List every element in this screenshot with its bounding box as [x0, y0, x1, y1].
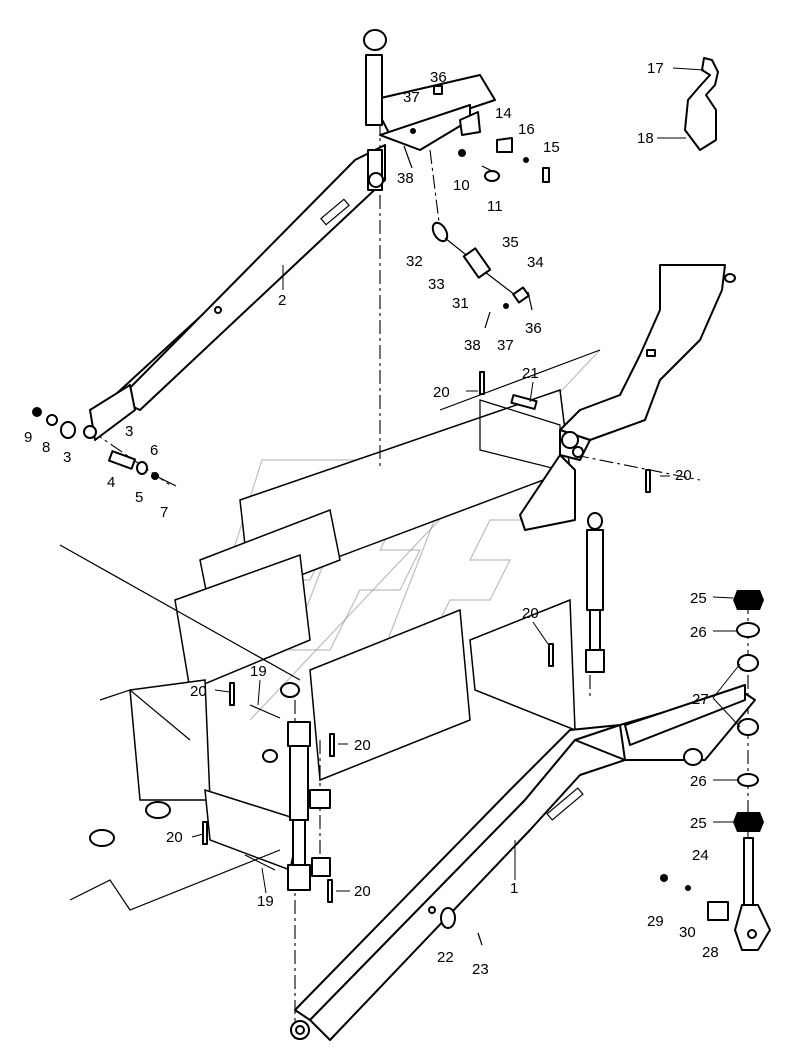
callout-26: 26 [690, 624, 707, 641]
middle-gas-strut [585, 512, 605, 673]
callout-25: 25 [690, 590, 707, 607]
callout-20: 20 [354, 883, 371, 900]
callout-16: 16 [518, 121, 535, 138]
left-hardware [32, 407, 177, 487]
upper-gas-strut [363, 29, 387, 191]
callout-36: 36 [525, 320, 542, 337]
callout-11: 11 [487, 198, 503, 215]
callout-31: 31 [452, 295, 469, 312]
callout-20: 20 [354, 737, 371, 754]
callout-26: 26 [690, 773, 707, 790]
callout-33: 33 [428, 276, 445, 293]
callout-23: 23 [472, 961, 489, 978]
callout-1: 1 [510, 880, 518, 897]
right-hardware-stack [440, 590, 771, 951]
callout-38: 38 [397, 170, 414, 187]
pins [202, 371, 651, 903]
retaining-clip [684, 57, 719, 151]
callout-35: 35 [502, 234, 519, 251]
callout-10: 10 [453, 177, 470, 194]
callout-6: 6 [150, 442, 158, 459]
callout-9: 9 [24, 429, 32, 446]
callout-21: 21 [522, 365, 539, 382]
callout-3: 3 [63, 449, 71, 466]
callout-30: 30 [679, 924, 696, 941]
upper-hardware [403, 85, 550, 183]
callout-20: 20 [522, 605, 539, 622]
callout-17: 17 [647, 60, 664, 77]
callout-2: 2 [278, 292, 286, 309]
right-bent-arm [519, 264, 736, 531]
callout-22: 22 [437, 949, 454, 966]
callout-4: 4 [107, 474, 115, 491]
callout-19: 19 [257, 893, 274, 910]
callout-7: 7 [160, 504, 168, 521]
machine-frame [59, 349, 601, 911]
callout-20: 20 [190, 683, 207, 700]
callout-5: 5 [135, 489, 143, 506]
leader-lines [191, 67, 741, 894]
callout-20: 20 [433, 384, 450, 401]
callout-29: 29 [647, 913, 664, 930]
callout-3: 3 [125, 423, 133, 440]
callouts: 1 2 3 3 4 5 6 7 8 9 10 11 14 15 16 17 18… [24, 60, 719, 978]
callout-27: 27 [692, 691, 709, 708]
callout-8: 8 [42, 439, 50, 456]
callout-14: 14 [495, 105, 512, 122]
callout-20: 20 [166, 829, 183, 846]
callout-37: 37 [497, 337, 514, 354]
callout-20: 20 [675, 467, 692, 484]
callout-32: 32 [406, 253, 423, 270]
callout-15: 15 [543, 139, 560, 156]
callout-38: 38 [464, 337, 481, 354]
callout-24: 24 [692, 847, 709, 864]
callout-28: 28 [702, 944, 719, 961]
callout-37: 37 [403, 89, 420, 106]
callout-19: 19 [250, 663, 267, 680]
callout-34: 34 [527, 254, 544, 271]
callout-36: 36 [430, 69, 447, 86]
callout-18: 18 [637, 130, 654, 147]
turnbuckle-assembly [431, 221, 533, 329]
callout-25: 25 [690, 815, 707, 832]
center-gas-strut [244, 704, 331, 891]
